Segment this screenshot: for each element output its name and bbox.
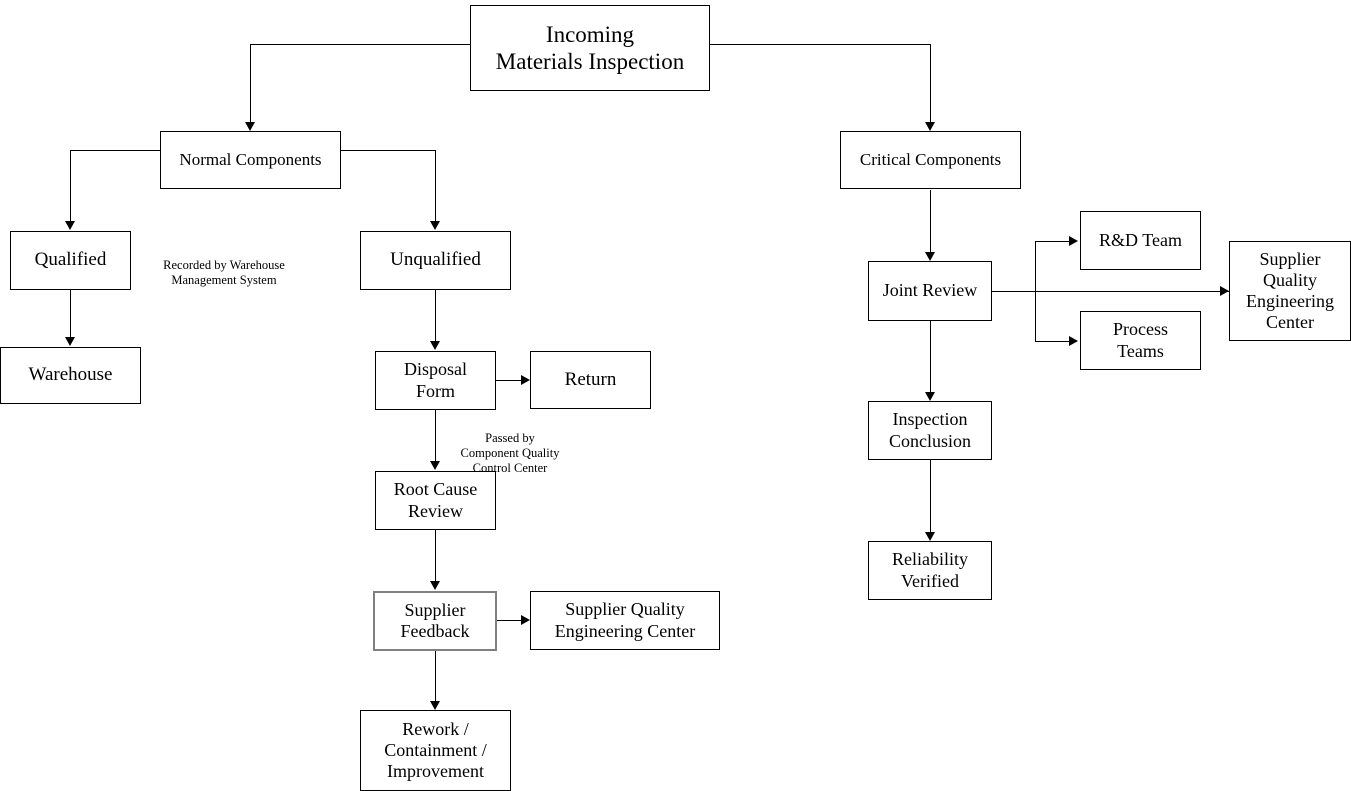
edge-critical-to-joint-review: [930, 190, 931, 253]
node-label: Inspection Conclusion: [888, 409, 971, 451]
node-label: Disposal Form: [404, 359, 467, 401]
node-label: Process Teams: [1113, 319, 1168, 361]
annotation-text: Recorded by Warehouse Management System: [163, 258, 285, 287]
node-disposal-form[interactable]: Disposal Form: [375, 351, 496, 410]
arrowhead-joint-review: [925, 252, 935, 261]
node-label: Joint Review: [882, 280, 978, 301]
arrowhead-unqualified: [430, 221, 440, 230]
arrowhead-rnd-team: [1069, 236, 1078, 246]
edge-disposal-to-return: [496, 380, 523, 381]
node-label: Warehouse: [28, 364, 113, 386]
arrowhead-critical-components: [925, 122, 935, 131]
node-warehouse[interactable]: Warehouse: [0, 347, 141, 404]
node-unqualified[interactable]: Unqualified: [360, 231, 511, 290]
node-label: Normal Components: [179, 149, 322, 169]
edge-branch-to-process-teams: [1035, 341, 1071, 342]
node-label: Critical Components: [859, 149, 1002, 169]
node-label: Supplier Quality Engineering Center: [554, 599, 696, 641]
edge-unqualified-to-disposal: [435, 290, 436, 342]
edge-root-cause-to-supplier-feedback: [435, 530, 436, 582]
arrowhead-qualified: [65, 221, 75, 230]
node-label: Reliability Verified: [892, 549, 968, 591]
edge-incoming-to-critical-horizontal: [710, 44, 930, 45]
node-return[interactable]: Return: [530, 351, 651, 409]
node-supplier-feedback[interactable]: Supplier Feedback: [373, 591, 497, 651]
edge-normal-to-qualified-horizontal: [70, 150, 160, 151]
edge-incoming-to-normal-vertical: [250, 44, 251, 124]
arrowhead-sqec-right: [1220, 286, 1229, 296]
edge-joint-review-to-inspection-conclusion: [930, 321, 931, 393]
arrowhead-normal-components: [245, 122, 255, 131]
node-rework-containment-improvement[interactable]: Rework / Containment / Improvement: [360, 710, 511, 791]
edge-inspection-conclusion-to-reliability: [930, 460, 931, 533]
node-joint-review[interactable]: Joint Review: [868, 261, 992, 321]
edge-supplier-feedback-to-rework: [435, 650, 436, 702]
arrowhead-inspection-conclusion: [925, 392, 935, 401]
node-process-teams[interactable]: Process Teams: [1080, 311, 1201, 370]
arrowhead-reliability-verified: [925, 532, 935, 541]
annotation-text: Passed by Component Quality Control Cent…: [460, 431, 560, 475]
node-root-cause-review[interactable]: Root Cause Review: [375, 471, 496, 530]
edge-branch-to-rnd-team: [1035, 241, 1071, 242]
node-label: Root Cause Review: [393, 479, 478, 521]
node-label: Rework / Containment / Improvement: [384, 718, 487, 782]
node-critical-components[interactable]: Critical Components: [840, 131, 1021, 189]
annotation-warehouse-note: Recorded by Warehouse Management System: [134, 243, 314, 288]
edge-incoming-to-critical-vertical: [930, 44, 931, 124]
arrowhead-process-teams: [1069, 336, 1078, 346]
edge-incoming-to-normal-horizontal: [250, 44, 471, 45]
node-label: R&D Team: [1099, 229, 1182, 250]
node-supplier-quality-engineering-center-mid[interactable]: Supplier Quality Engineering Center: [530, 591, 720, 650]
node-normal-components[interactable]: Normal Components: [160, 131, 341, 189]
edge-normal-to-unqualified-vertical: [435, 150, 436, 223]
node-incoming-materials-inspection[interactable]: Incoming Materials Inspection: [470, 5, 710, 91]
edge-joint-review-trunk: [991, 291, 1231, 292]
node-label: Unqualified: [390, 249, 481, 271]
edge-supplier-feedback-to-sqec: [497, 620, 523, 621]
node-label: Return: [564, 368, 617, 390]
node-label: Qualified: [34, 249, 107, 271]
arrowhead-root-cause-review: [430, 461, 440, 470]
node-label: Supplier Feedback: [400, 599, 470, 641]
edge-disposal-to-root-cause: [435, 410, 436, 462]
arrowhead-supplier-feedback: [430, 581, 440, 590]
edge-normal-to-qualified-vertical: [70, 150, 71, 223]
node-supplier-quality-engineering-center-right[interactable]: Supplier Quality Engineering Center: [1229, 241, 1351, 341]
arrowhead-return: [521, 375, 530, 385]
node-reliability-verified[interactable]: Reliability Verified: [868, 541, 992, 600]
node-qualified[interactable]: Qualified: [10, 231, 131, 290]
edge-qualified-to-warehouse: [70, 290, 71, 338]
arrowhead-disposal-form: [430, 341, 440, 350]
node-label: Incoming Materials Inspection: [495, 21, 685, 74]
arrowhead-rework: [430, 701, 440, 710]
edge-normal-to-unqualified-horizontal: [340, 150, 436, 151]
arrowhead-warehouse: [65, 337, 75, 346]
node-inspection-conclusion[interactable]: Inspection Conclusion: [868, 401, 992, 460]
node-label: Supplier Quality Engineering Center: [1246, 248, 1334, 333]
edge-joint-review-branch-riser: [1035, 241, 1036, 341]
annotation-disposal-note: Passed by Component Quality Control Cent…: [424, 416, 596, 476]
node-rnd-team[interactable]: R&D Team: [1080, 211, 1201, 270]
arrowhead-sqec-mid: [521, 615, 530, 625]
